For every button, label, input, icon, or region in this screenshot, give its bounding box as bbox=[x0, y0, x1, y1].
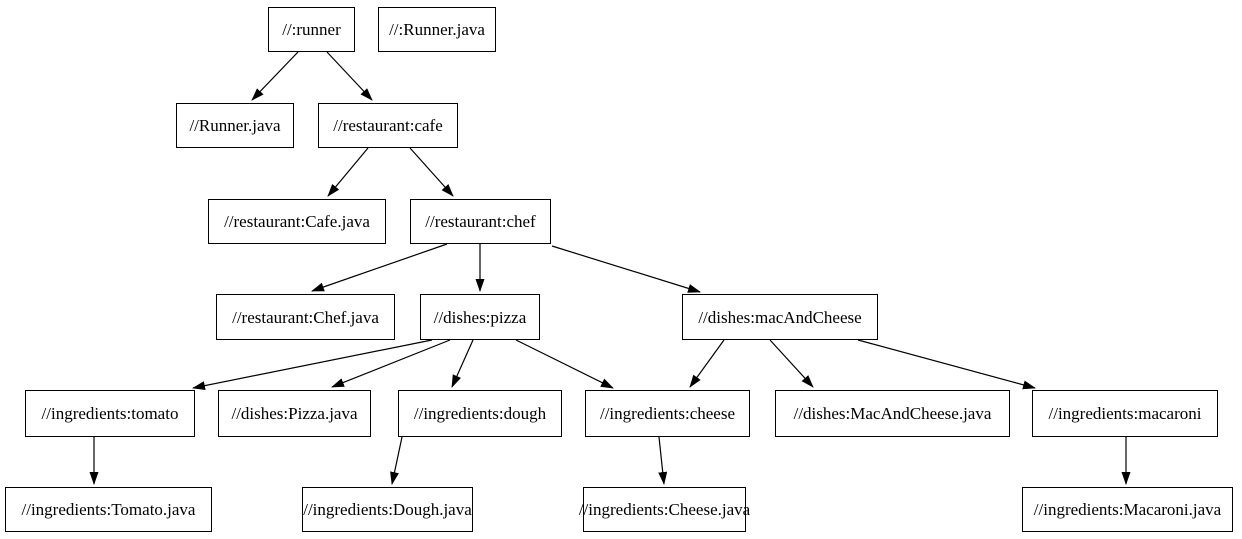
graph-node-macaroni: //ingredients:macaroni bbox=[1032, 390, 1218, 437]
graph-node-runner-java: //Runner.java bbox=[176, 103, 294, 148]
edge-mac-and-cheese-to-mac-and-cheese-java bbox=[769, 339, 814, 388]
graph-node-pizza: //dishes:pizza bbox=[420, 294, 540, 340]
graph-node-label: //restaurant:chef bbox=[425, 212, 536, 231]
graph-node-label: //restaurant:cafe bbox=[333, 116, 443, 135]
graph-node-label: //restaurant:Cafe.java bbox=[224, 212, 370, 231]
edge-cheese-to-cheese-java bbox=[658, 436, 668, 485]
graph-node-label: //ingredients:Cheese.java bbox=[578, 500, 751, 519]
graph-node-tomato: //ingredients:tomato bbox=[25, 390, 195, 437]
graph-node-dough-java: //ingredients:Dough.java bbox=[302, 487, 473, 532]
graph-node-pizza-java: //dishes:Pizza.java bbox=[218, 390, 371, 437]
graph-node-label: //dishes:pizza bbox=[433, 307, 527, 327]
graph-node-macaroni-java: //ingredients:Macaroni.java bbox=[1022, 487, 1233, 532]
graph-node-label: //ingredients:cheese bbox=[599, 404, 735, 423]
edge-runner-to-runner-java bbox=[251, 51, 299, 101]
graph-node-label: //dishes:Pizza.java bbox=[231, 404, 358, 423]
edge-chef-to-mac-and-cheese bbox=[551, 245, 701, 293]
graph-node-cheese-java: //ingredients:Cheese.java bbox=[579, 487, 750, 532]
graph-node-label: //:runner bbox=[282, 20, 341, 39]
edge-cafe-to-cafe-java bbox=[327, 147, 369, 197]
graph-node-tomato-java: //ingredients:Tomato.java bbox=[5, 487, 212, 532]
graph-node-runner-java-root: //:Runner.java bbox=[378, 7, 496, 52]
edge-pizza-to-cheese bbox=[515, 339, 614, 389]
graph-node-label: //ingredients:tomato bbox=[41, 404, 179, 423]
edge-pizza-to-pizza-java bbox=[331, 339, 451, 388]
graph-node-runner: //:runner bbox=[268, 7, 355, 52]
edge-pizza-to-dough bbox=[451, 339, 474, 388]
edge-pizza-to-tomato bbox=[192, 339, 433, 391]
graph-node-dough: //ingredients:dough bbox=[398, 390, 562, 437]
graph-node-label: //ingredients:Tomato.java bbox=[21, 500, 196, 519]
graph-node-cafe: //restaurant:cafe bbox=[318, 103, 458, 148]
edge-runner-to-cafe bbox=[326, 51, 373, 101]
edge-mac-and-cheese-to-macaroni bbox=[857, 339, 1036, 390]
edge-dough-to-dough-java bbox=[390, 436, 403, 485]
edge-chef-to-chef-java bbox=[311, 243, 448, 292]
graph-node-label: //dishes:MacAndCheese.java bbox=[793, 404, 992, 423]
graph-node-label: //ingredients:Dough.java bbox=[303, 500, 472, 519]
graph-node-label: //Runner.java bbox=[189, 116, 281, 135]
graph-node-mac-and-cheese: //dishes:macAndCheese bbox=[682, 294, 878, 340]
graph-node-chef-java: //restaurant:Chef.java bbox=[216, 294, 395, 340]
graph-node-label: //ingredients:Macaroni.java bbox=[1033, 500, 1222, 519]
edge-cafe-to-chef bbox=[409, 147, 454, 197]
graph-node-label: //restaurant:Chef.java bbox=[232, 307, 379, 327]
graph-node-mac-and-cheese-java: //dishes:MacAndCheese.java bbox=[775, 390, 1010, 437]
graph-node-cafe-java: //restaurant:Cafe.java bbox=[208, 199, 386, 244]
graph-node-chef: //restaurant:chef bbox=[410, 199, 551, 244]
graph-node-label: //:Runner.java bbox=[389, 20, 485, 39]
graph-node-label: //dishes:macAndCheese bbox=[698, 307, 862, 327]
graph-node-label: //ingredients:dough bbox=[413, 404, 547, 423]
graph-node-cheese: //ingredients:cheese bbox=[585, 390, 750, 437]
graph-node-label: //ingredients:macaroni bbox=[1048, 404, 1202, 423]
edge-mac-and-cheese-to-cheese bbox=[689, 339, 725, 388]
